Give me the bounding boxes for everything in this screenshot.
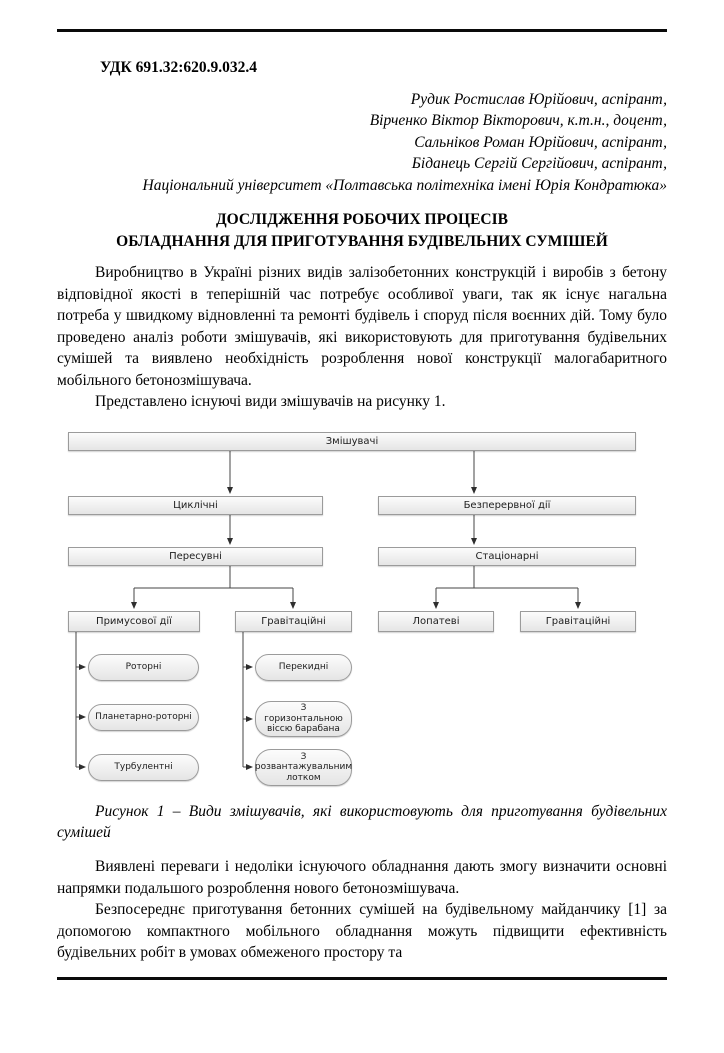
bottom-rule [57,976,667,980]
diagram-node-planetary-rotor: Планетарно-роторні [88,703,199,731]
authors-block: Рудик Ростислав Юрійович, аспірант, Вірч… [57,89,667,197]
diagram-node-gravity-right: Гравітаційні [520,610,636,632]
diagram-connectors [75,450,581,770]
paragraph-advantages: Виявлені переваги і недоліки існуючого о… [57,857,667,897]
figure-caption: Рисунок 1 – Види змішувачів, які викорис… [57,802,667,842]
author-line: Біданець Сергій Сергійович, аспірант, [411,155,667,173]
diagram-node-forced-action: Примусової дії [68,610,200,632]
figure-1-diagram: Змішувачі Циклічні Безперервної дії Пере… [57,428,667,790]
diagram-node-paddle: Лопатеві [378,610,494,632]
author-line: Вірченко Віктор Вікторович, к.т.н., доце… [369,112,667,130]
top-rule [57,29,667,32]
diagram-node-tilting: Перекидні [255,653,352,681]
diagram-node-root: Змішувачі [68,431,636,451]
author-line: Сальніков Роман Юрійович, аспірант, [414,133,667,151]
author-line: Рудик Ростислав Юрійович, аспірант, [410,90,667,108]
article-title-line: ОБЛАДНАННЯ ДЛЯ ПРИГОТУВАННЯ БУДІВЕЛЬНИХ … [116,233,608,251]
article-title: ДОСЛІДЖЕННЯ РОБОЧИХ ПРОЦЕСІВ ОБЛАДНАННЯ … [57,209,667,253]
diagram-node-gravity-left: Гравітаційні [235,610,352,632]
connector-lines [75,450,581,770]
diagram-node-turbulent: Турбулентні [88,753,199,781]
udc-number: УДК 691.32:620.9.032.4 [100,59,257,76]
diagram-node-horizontal-drum-axis: З горизонтальною віссю барабана [255,700,352,737]
paragraph-onsite: Безпосереднє приготування бетонних суміш… [57,901,667,962]
paragraph-intro: Виробництво в Україні різних видів заліз… [57,264,667,389]
affiliation-line: Національний університет «Полтавська пол… [142,176,667,194]
diagram-node-rotor: Роторні [88,653,199,681]
document-page: УДК 691.32:620.9.032.4 Рудик Ростислав Ю… [0,29,724,1053]
article-title-line: ДОСЛІДЖЕННЯ РОБОЧИХ ПРОЦЕСІВ [215,211,508,229]
diagram-node-continuous: Безперервної дії [378,495,636,515]
diagram-node-cyclic: Циклічні [68,495,323,515]
diagram-node-stationary: Стаціонарні [378,546,636,566]
paragraph-figure-ref: Представлено існуючі види змішувачів на … [95,393,446,411]
diagram-node-mobile: Пересувні [68,546,323,566]
diagram-node-discharge-chute: З розвантажувальним лотком [255,748,352,786]
